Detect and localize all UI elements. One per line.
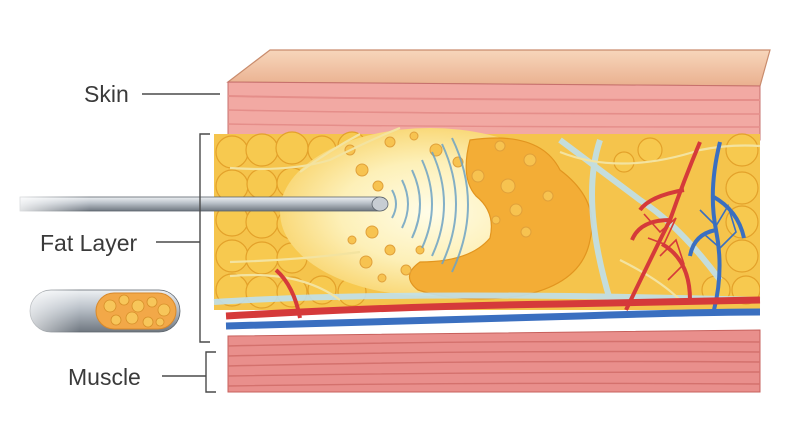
aspirated-fat-tube-icon bbox=[0, 288, 181, 334]
label-leaders bbox=[142, 93, 220, 393]
fat-droplets bbox=[344, 131, 554, 283]
muscle-layer bbox=[227, 329, 761, 393]
skin-surface bbox=[226, 49, 771, 87]
label-muscle: Muscle bbox=[68, 364, 141, 390]
nerves bbox=[229, 126, 761, 301]
main-vein bbox=[225, 308, 761, 330]
label-fat-layer: Fat Layer bbox=[40, 230, 138, 256]
ultrasound-wave-icon bbox=[391, 137, 469, 273]
cannula-icon bbox=[0, 194, 389, 214]
main-artery bbox=[225, 296, 761, 320]
vein-network bbox=[688, 141, 746, 311]
label-skin: Skin bbox=[84, 81, 129, 107]
